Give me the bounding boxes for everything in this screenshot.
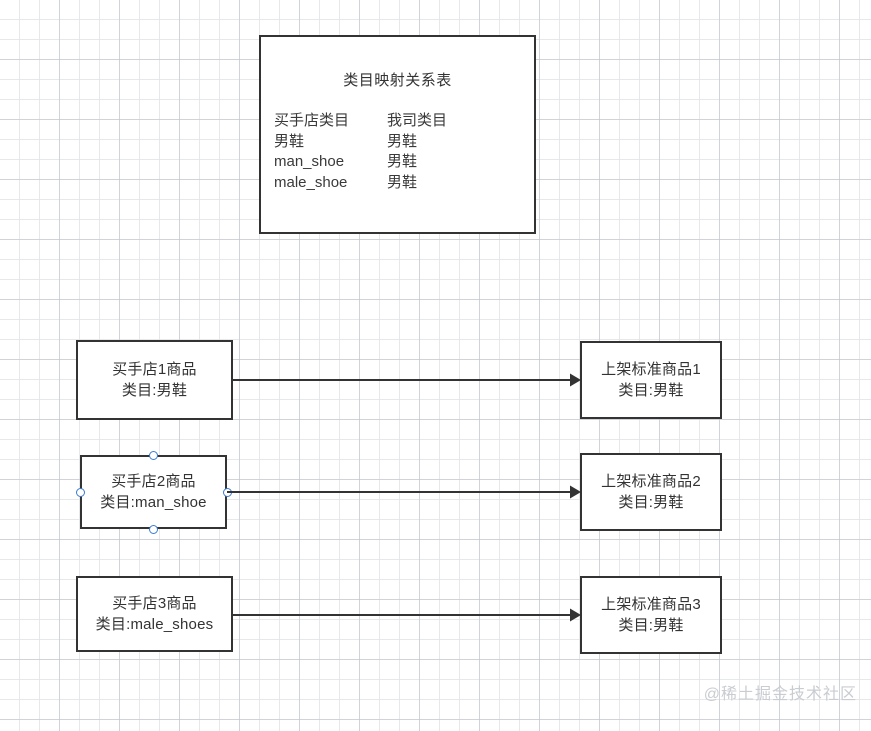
target-node-2-title: 上架标准商品2 — [601, 473, 701, 490]
source-node-3-title: 买手店3商品 — [112, 595, 197, 612]
selection-handle-left[interactable] — [75, 487, 85, 497]
mapping-table-title: 类目映射关系表 — [343, 72, 452, 89]
selection-handle-right[interactable] — [222, 487, 232, 497]
source-node-1-category: 类目:男鞋 — [121, 382, 188, 399]
edge-2[interactable] — [227, 482, 581, 502]
target-node-3[interactable]: 上架标准商品3 类目:男鞋 — [580, 576, 722, 654]
target-node-1-category: 类目:男鞋 — [618, 382, 684, 399]
source-node-2[interactable]: 买手店2商品 类目:man_shoe — [80, 455, 227, 529]
mapping-table-body: 买手店类目 我司类目 男鞋 男鞋 man_shoe 男鞋 male_shoe 男… — [261, 111, 534, 193]
target-node-3-title: 上架标准商品3 — [601, 596, 701, 613]
target-node-1[interactable]: 上架标准商品1 类目:男鞋 — [580, 341, 722, 419]
source-node-2-category: 类目:man_shoe — [100, 494, 207, 511]
table-cell-buyer-category: 男鞋 — [274, 132, 305, 150]
source-node-1-title: 买手店1商品 — [112, 361, 197, 378]
watermark: @稀土掘金技术社区 — [703, 686, 857, 703]
mapping-table-card[interactable]: 类目映射关系表 买手店类目 我司类目 男鞋 男鞋 man_shoe 男鞋 mal… — [259, 35, 536, 234]
table-header-our-category: 我司类目 — [387, 112, 448, 129]
source-node-3-category: 类目:male_shoes — [95, 616, 214, 633]
edge-1[interactable] — [233, 370, 581, 390]
target-node-3-category: 类目:男鞋 — [618, 617, 684, 634]
table-row: male_shoe 男鞋 — [274, 173, 477, 194]
table-row: 男鞋 男鞋 — [274, 132, 477, 153]
table-cell-our-category: 男鞋 — [387, 173, 418, 191]
table-row: man_shoe 男鞋 — [274, 152, 477, 173]
target-node-2[interactable]: 上架标准商品2 类目:男鞋 — [580, 453, 722, 531]
source-node-1[interactable]: 买手店1商品 类目:男鞋 — [76, 340, 233, 420]
selection-handle-top[interactable] — [149, 450, 158, 460]
target-node-2-category: 类目:男鞋 — [618, 494, 684, 511]
mapping-table-grid: 买手店类目 我司类目 男鞋 男鞋 man_shoe 男鞋 male_shoe 男… — [274, 111, 477, 193]
edge-3[interactable] — [233, 605, 581, 625]
table-header-row: 买手店类目 我司类目 — [274, 111, 477, 132]
source-node-3[interactable]: 买手店3商品 类目:male_shoes — [76, 576, 233, 652]
selection-handle-bottom[interactable] — [149, 524, 158, 534]
table-cell-our-category: 男鞋 — [387, 153, 418, 170]
target-node-1-title: 上架标准商品1 — [601, 361, 701, 378]
source-node-2-title: 买手店2商品 — [111, 473, 196, 490]
table-header-buyer-category: 买手店类目 — [274, 112, 350, 129]
table-cell-our-category: 男鞋 — [387, 132, 418, 150]
table-cell-buyer-category: man_shoe — [274, 153, 345, 170]
table-cell-buyer-category: male_shoe — [274, 173, 348, 191]
